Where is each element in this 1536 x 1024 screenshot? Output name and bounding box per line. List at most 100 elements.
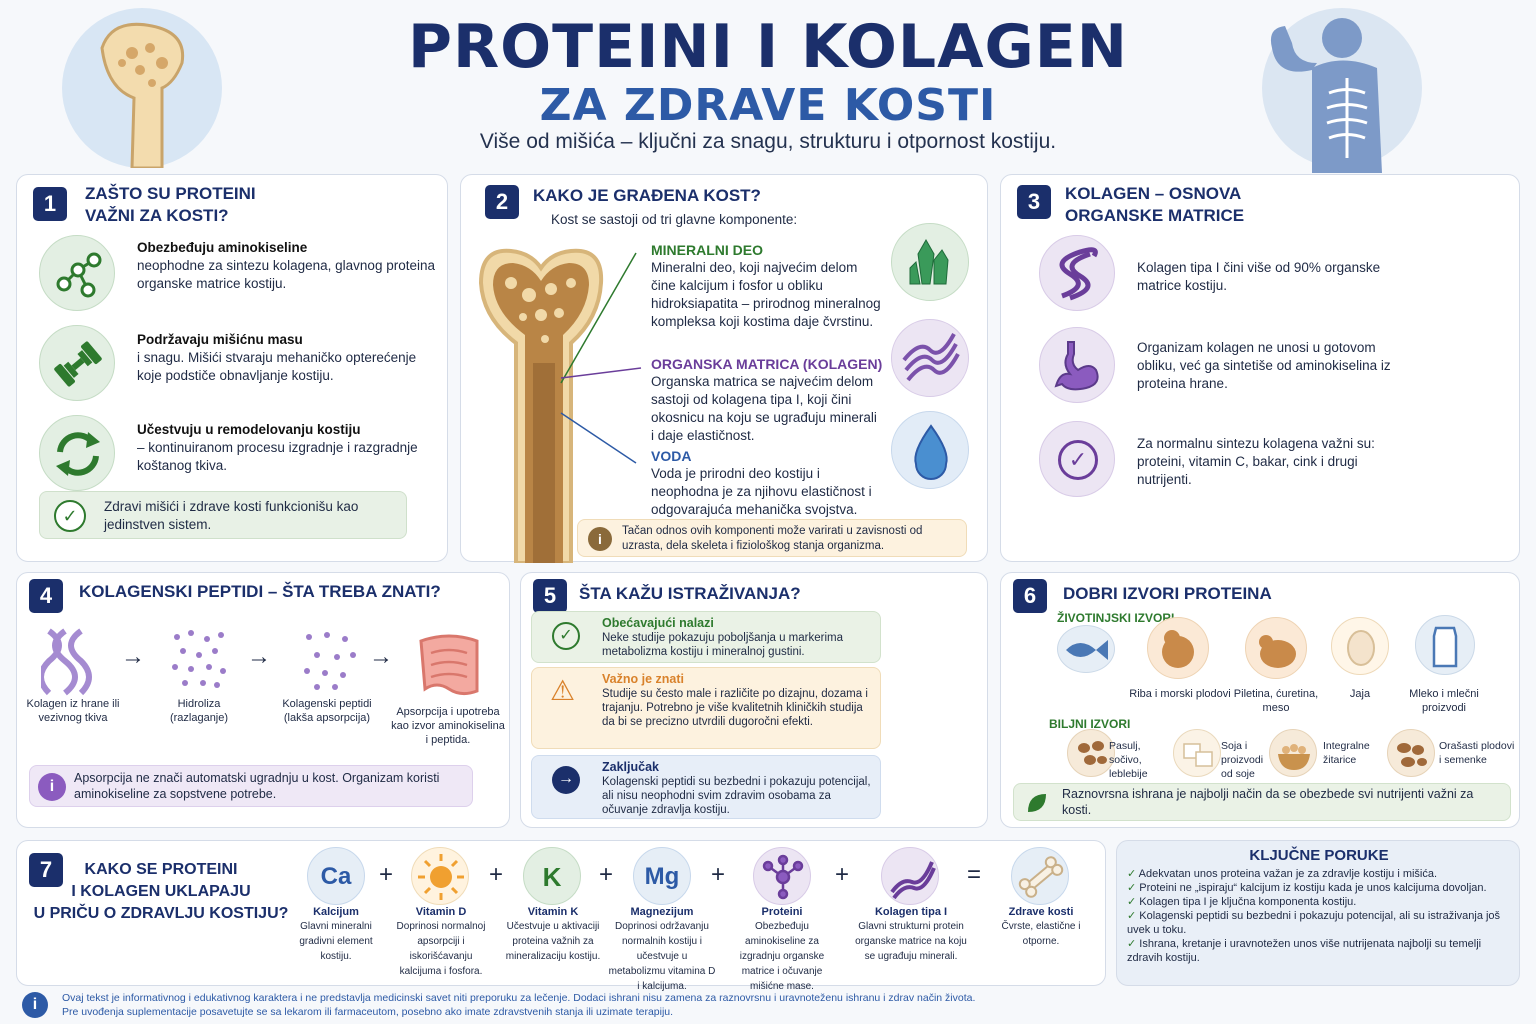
key-messages-list: ✓ Adekvatan unos proteina važan je za zd… bbox=[1127, 868, 1501, 964]
collagen-fibers-icon bbox=[891, 319, 969, 397]
section-2-panel: 2 KAKO JE GRAĐENA KOST? Kost se sastoji … bbox=[460, 174, 988, 563]
plus-sign: + bbox=[379, 861, 394, 888]
crystal-icon bbox=[891, 223, 969, 301]
step-1-label: Kolagen iz hrane ili vezivnog tkiva bbox=[26, 698, 120, 724]
section-number: 5 bbox=[533, 579, 567, 613]
info-note: i Tačan odnos ovih komponenti može varir… bbox=[577, 519, 967, 557]
item-3: Učestvuju u remodelovanju kostiju– konti… bbox=[137, 422, 418, 473]
tagline: Više od mišića – ključni za snagu, struk… bbox=[479, 130, 1057, 153]
calcium-icon: Ca bbox=[307, 847, 365, 905]
check-circle-icon: ✓ bbox=[1039, 421, 1115, 497]
collagen-fiber-icon bbox=[881, 847, 939, 905]
key-messages-panel: KLJUČNE PORUKE ✓ Adekvatan unos proteina… bbox=[1116, 840, 1520, 986]
plus-sign: + bbox=[835, 861, 850, 888]
system-note: ✓ Zdravi mišići i zdrave kosti funkcioni… bbox=[39, 491, 407, 539]
section-number: 2 bbox=[485, 185, 519, 219]
leaf-icon bbox=[1024, 790, 1050, 821]
magnesium-icon: Mg bbox=[633, 847, 691, 905]
intro-text: Kost se sastoji od tri glavne komponente… bbox=[551, 212, 798, 227]
equals-sign: = bbox=[967, 861, 982, 888]
protein-molecule-icon bbox=[753, 847, 811, 905]
item-name: Vitamin D bbox=[415, 906, 467, 918]
section-title: DOBRI IZVORI PROTEINA bbox=[1063, 584, 1272, 603]
main-subtitle-title: ZA ZDRAVE KOSTI bbox=[539, 80, 997, 131]
tofu-icon bbox=[1173, 729, 1221, 777]
hydrolysis-dots-icon bbox=[172, 630, 226, 688]
turkey-icon bbox=[1245, 617, 1307, 679]
vitamin-k-icon: K bbox=[523, 847, 581, 905]
absorption-note: i Apsorpcija ne znači automatski ugradnj… bbox=[29, 765, 473, 807]
footer-info-icon: i bbox=[22, 992, 48, 1018]
plant-1-label: Pasulj, sočivo, leblebije bbox=[1109, 740, 1148, 780]
section-5-panel: 5 ŠTA KAŽU ISTRAŽIVANJA? ✓ Obećavajući n… bbox=[520, 572, 988, 828]
refresh-cycle-icon bbox=[39, 415, 115, 491]
nuts-icon bbox=[1387, 729, 1435, 777]
arrow-icon: → bbox=[369, 643, 393, 670]
footer-disclaimer: Ovaj tekst je informativnog i edukativno… bbox=[62, 992, 976, 1018]
section-number: 1 bbox=[33, 187, 67, 221]
healthy-bone-icon bbox=[1011, 847, 1069, 905]
bone-cross-section-illustration bbox=[478, 248, 604, 563]
section-title: ZAŠTO SU PROTEINI VAŽNI ZA KOSTI? bbox=[85, 184, 256, 225]
section-title: KOLAGENSKI PEPTIDI – ŠTA TREBA ZNATI? bbox=[79, 582, 441, 601]
collagen-item: ORGANSKA MATRICA (KOLAGEN)Organska matri… bbox=[651, 356, 883, 443]
animal-4-label: Mleko i mlečni proizvodi bbox=[1409, 688, 1479, 714]
milk-icon bbox=[1415, 615, 1475, 675]
animal-sources-heading: ŽIVOTINJSKI IZVORI bbox=[1057, 611, 1175, 625]
grains-bowl-icon bbox=[1269, 729, 1317, 777]
section-7-panel: 7 KAKO SE PROTEINI I KOLAGEN UKLAPAJU U … bbox=[16, 840, 1106, 992]
egg-icon bbox=[1331, 617, 1389, 675]
step-4-label: Apsorpcija i upotreba kao izvor aminokis… bbox=[391, 706, 505, 746]
plant-2-label: Soja i proizvodi od soje bbox=[1221, 740, 1264, 780]
arrow-icon: → bbox=[247, 643, 271, 670]
section-1-panel: 1 ZAŠTO SU PROTEINI VAŽNI ZA KOSTI? Obez… bbox=[16, 174, 448, 562]
item-3: Za normalnu sintezu kolagena važni su: p… bbox=[1137, 436, 1375, 487]
section-title: KAKO SE PROTEINI I KOLAGEN UKLAPAJU U PR… bbox=[33, 861, 289, 922]
main-title: PROTEINI I KOLAGEN bbox=[408, 12, 1128, 82]
pointer-lines bbox=[560, 252, 642, 464]
bone-illustration bbox=[62, 8, 222, 170]
item-name: Kolagen tipa I bbox=[874, 906, 948, 918]
arrow-icon: → bbox=[121, 643, 145, 670]
peptides-dots-icon bbox=[304, 632, 356, 690]
item-name: Magnezijum bbox=[630, 906, 694, 918]
beans-icon bbox=[1067, 729, 1115, 777]
collagen-helix-icon bbox=[1039, 235, 1115, 311]
section-title: KAKO JE GRAĐENA KOST? bbox=[533, 186, 761, 205]
section-number: 6 bbox=[1013, 579, 1047, 613]
check-icon: ✓ bbox=[54, 500, 86, 532]
check-icon: ✓ bbox=[552, 622, 580, 650]
item-1: Kolagen tipa I čini više od 90% organske… bbox=[1137, 260, 1381, 293]
step-2-label: Hidroliza (razlaganje) bbox=[169, 698, 229, 724]
section-6-panel: 6 DOBRI IZVORI PROTEINA ŽIVOTINJSKI IZVO… bbox=[1000, 572, 1520, 828]
section-3-panel: 3 KOLAGEN – OSNOVA ORGANSKE MATRICE Kola… bbox=[1000, 174, 1520, 562]
arrow-right-icon: → bbox=[552, 766, 580, 794]
diet-note: Raznovrsna ishrana je najbolji način da … bbox=[1013, 783, 1511, 821]
water-drop-icon bbox=[891, 411, 969, 489]
warning-icon: ⚠ bbox=[550, 675, 576, 706]
animal-1-label: Riba i morski plodovi bbox=[1129, 688, 1231, 700]
section-number: 4 bbox=[29, 579, 63, 613]
plus-sign: + bbox=[599, 861, 614, 888]
step-3-label: Kolagenski peptidi (lakša apsorpcija) bbox=[282, 698, 372, 724]
plant-sources-heading: BILJNI IZVORI bbox=[1049, 717, 1131, 731]
molecule-icon bbox=[39, 235, 115, 311]
stomach-icon bbox=[1039, 327, 1115, 403]
item-name: Kalcijum bbox=[313, 906, 359, 918]
item-name: Zdrave kosti bbox=[1008, 906, 1074, 918]
check-icon: ✓ bbox=[1127, 896, 1137, 908]
section-4-panel: 4 KOLAGENSKI PEPTIDI – ŠTA TREBA ZNATI? … bbox=[16, 572, 510, 828]
chicken-icon bbox=[1147, 617, 1209, 679]
fish-icon bbox=[1057, 625, 1115, 673]
dumbbell-icon bbox=[39, 325, 115, 401]
plus-sign: + bbox=[489, 861, 504, 888]
item-name: Proteini bbox=[761, 906, 803, 918]
check-icon: ✓ bbox=[1127, 868, 1137, 880]
section-number: 3 bbox=[1017, 185, 1051, 219]
